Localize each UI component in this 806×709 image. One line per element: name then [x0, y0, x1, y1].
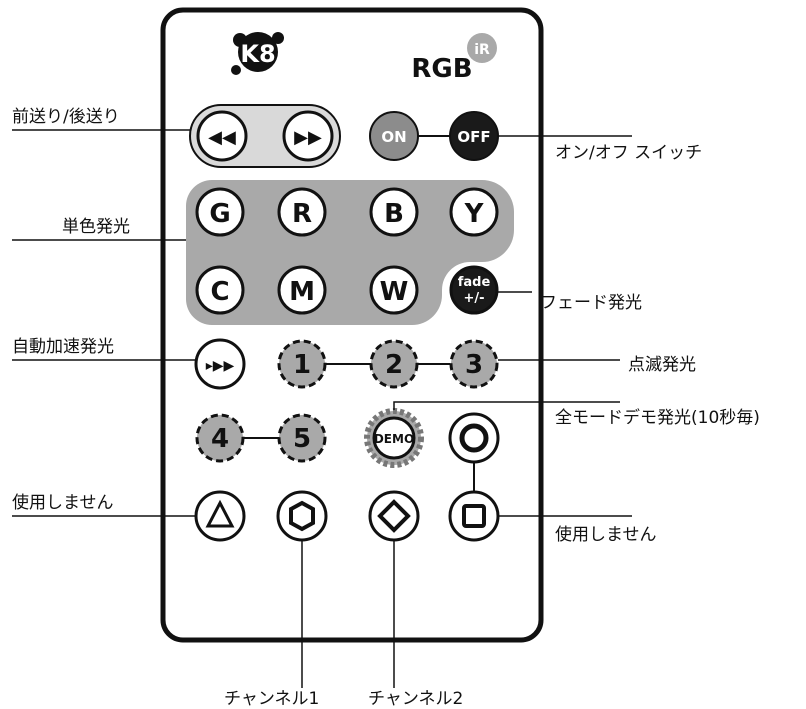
m-button[interactable]: M: [277, 265, 327, 315]
callout-lines: [12, 129, 632, 688]
svg-text:3: 3: [465, 350, 483, 380]
off-label: OFF: [457, 128, 490, 146]
label-on-off: オン/オフ スイッチ: [555, 143, 702, 163]
svg-text:4: 4: [211, 424, 229, 454]
y-button[interactable]: Y: [449, 187, 499, 237]
svg-text:M: M: [289, 277, 315, 307]
hexagon-button[interactable]: [276, 490, 328, 542]
fade-button[interactable]: fade +/-: [449, 265, 499, 315]
b-button[interactable]: B: [369, 187, 419, 237]
circle-icon: [459, 423, 489, 453]
svg-text:+/-: +/-: [463, 291, 484, 306]
label-fade: フェード発光: [540, 293, 642, 313]
triangle-button[interactable]: [194, 490, 246, 542]
auto-accel-button[interactable]: ▸▶▶: [194, 338, 246, 390]
circle-button[interactable]: [448, 412, 500, 464]
w-button[interactable]: W: [369, 265, 419, 315]
color-panel: [186, 180, 514, 325]
rewind-icon: ◀◀: [208, 127, 236, 148]
blink-3-button[interactable]: 3: [449, 339, 499, 389]
on-label: ON: [381, 128, 406, 146]
label-unused-left: 使用しません: [12, 492, 114, 513]
label-demo-all: 全モードデモ発光(10秒毎): [555, 407, 760, 428]
forward-button[interactable]: ▶▶: [282, 110, 334, 162]
svg-text:G: G: [209, 199, 230, 229]
label-channel2: チャンネル2: [368, 689, 463, 709]
svg-text:B: B: [384, 199, 404, 229]
svg-text:Y: Y: [464, 199, 485, 229]
label-channel1: チャンネル1: [224, 689, 319, 709]
svg-text:5: 5: [293, 424, 311, 454]
label-single-color: 単色発光: [62, 217, 130, 237]
rgb-ir-logo: RGB iR: [411, 33, 497, 84]
k8-logo: K8: [231, 32, 284, 75]
brand-text: RGB: [411, 54, 472, 84]
blink-1-button[interactable]: 1: [277, 339, 327, 389]
blink-4-button[interactable]: 4: [195, 413, 245, 463]
brand-superscript: iR: [474, 42, 490, 58]
svg-text:2: 2: [385, 350, 403, 380]
hexagon-icon: [289, 500, 315, 532]
logo-text: K8: [240, 40, 275, 68]
label-prev-next: 前送り/後送り: [12, 107, 120, 127]
svg-text:R: R: [292, 199, 312, 229]
label-blink: 点滅発光: [628, 355, 696, 375]
r-button[interactable]: R: [277, 187, 327, 237]
forward-icon: ▶▶: [294, 127, 322, 148]
svg-text:1: 1: [293, 350, 311, 380]
off-button[interactable]: OFF: [449, 111, 499, 161]
square-icon: [462, 504, 486, 528]
svg-text:DEMO: DEMO: [374, 432, 414, 446]
demo-button[interactable]: DEMO: [364, 408, 424, 468]
auto-icon: ▸▶▶: [206, 358, 235, 374]
triangle-icon: [205, 499, 235, 528]
label-auto-accel: 自動加速発光: [12, 337, 114, 357]
label-unused-right: 使用しません: [555, 524, 657, 545]
diamond-button[interactable]: [368, 490, 420, 542]
g-button[interactable]: G: [195, 187, 245, 237]
svg-text:W: W: [380, 277, 409, 307]
c-button[interactable]: C: [195, 265, 245, 315]
square-button[interactable]: [448, 490, 500, 542]
rewind-button[interactable]: ◀◀: [196, 110, 248, 162]
blink-2-button[interactable]: 2: [369, 339, 419, 389]
blink-5-button[interactable]: 5: [277, 413, 327, 463]
svg-text:fade: fade: [458, 275, 491, 290]
diamond-icon: [377, 499, 411, 533]
on-button[interactable]: ON: [369, 111, 419, 161]
svg-text:C: C: [210, 277, 229, 307]
